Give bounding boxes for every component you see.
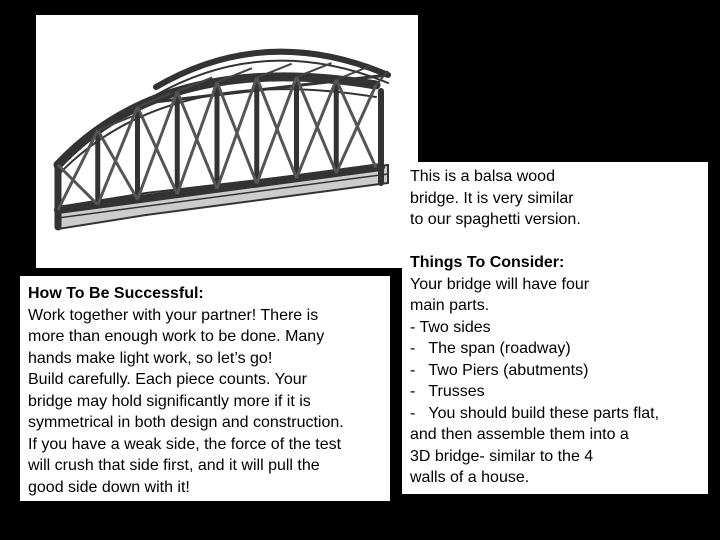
consider-line: 3D bridge- similar to the 4 xyxy=(410,447,594,465)
lateral-brace xyxy=(335,64,372,81)
success-heading: How To Be Successful: xyxy=(28,285,204,302)
lateral-brace xyxy=(256,62,293,79)
success-line: Build carefully. Each piece counts. Your xyxy=(28,371,307,388)
top-bracing xyxy=(97,62,389,132)
intro-line: This is a balsa wood xyxy=(410,168,555,185)
truss-diagonal xyxy=(96,106,139,206)
consider-line: - Two sides xyxy=(410,318,491,336)
truss-diagonal xyxy=(136,90,179,200)
truss-diagonal xyxy=(334,79,378,169)
how-to-be-successful-box: How To Be Successful: Work together with… xyxy=(20,276,390,501)
consider-line: - You should build these parts flat, xyxy=(410,404,660,422)
success-line: hands make light work, so let’s go! xyxy=(28,349,273,367)
consider-line: and then assemble them into a xyxy=(410,426,629,443)
success-line: more than enough work to be done. Many xyxy=(28,328,325,345)
success-line: will crush that side first, and it will … xyxy=(28,457,320,474)
truss-diagonal xyxy=(255,76,298,185)
consider-line: Your bridge will have four xyxy=(410,275,590,293)
consider-heading: Things To Consider: xyxy=(410,254,565,271)
success-line: Work together with your partner! There i… xyxy=(28,306,319,324)
truss-diagonal xyxy=(56,129,100,211)
intro-line: bridge. It is very similar xyxy=(410,189,574,207)
truss-diagonal xyxy=(295,79,338,179)
things-to-consider-box: This is a balsa wood bridge. It is very … xyxy=(402,162,708,494)
success-line: symmetrical in both design and construct… xyxy=(28,414,344,431)
success-line: bridge may hold significantly more if it… xyxy=(28,392,311,410)
success-line: If you have a weak side, the force of th… xyxy=(28,435,342,453)
lateral-brace xyxy=(176,76,213,93)
consider-line: walls of a house. xyxy=(410,469,530,486)
truss-diagonal xyxy=(96,129,139,201)
truss-verticals xyxy=(95,77,339,205)
success-line: good side down with it! xyxy=(28,478,190,496)
lateral-brace xyxy=(375,70,389,86)
truss-diagonal xyxy=(215,77,259,190)
consider-line: - Trusses xyxy=(410,383,485,400)
truss-diagonal xyxy=(334,84,378,174)
spacer xyxy=(410,231,700,253)
balsa-bridge-illustration xyxy=(53,48,391,231)
consider-line: - The span (roadway) xyxy=(410,340,571,357)
truss-diagonal xyxy=(136,106,179,195)
lateral-brace xyxy=(137,91,173,108)
lateral-brace xyxy=(97,115,134,132)
consider-line: main parts. xyxy=(410,297,490,314)
truss-diagonal xyxy=(175,81,219,195)
truss-diagonal xyxy=(56,163,99,206)
bridge-image-panel xyxy=(36,15,418,268)
truss-diagonals xyxy=(56,76,378,211)
lateral-brace xyxy=(216,67,253,84)
consider-line: - Two Piers (abutments) xyxy=(410,361,589,379)
intro-line: to our spaghetti version. xyxy=(410,211,581,228)
lateral-brace xyxy=(296,62,332,78)
